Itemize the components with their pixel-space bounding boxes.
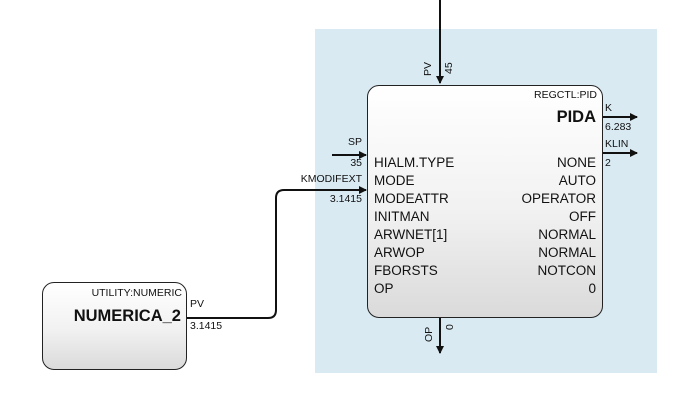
op-output-label: OP (423, 326, 435, 342)
param-value-modeattr: OPERATOR (521, 191, 596, 206)
klin-output-label: KLIN (605, 138, 629, 150)
param-value-arwnet1: NORMAL (538, 227, 596, 242)
k-output-value: 6.283 (605, 121, 632, 133)
pid-block[interactable] (367, 85, 603, 318)
param-name-hialm-type: HIALM.TYPE (374, 155, 455, 170)
op-output-value: 0 (444, 324, 456, 330)
param-value-op: 0 (588, 281, 596, 296)
sp-input-label: SP (347, 136, 362, 148)
numeric-block-type: UTILITY:NUMERIC (91, 287, 182, 299)
param-name-arwop: ARWOP (374, 245, 425, 260)
numeric-block-name: NUMERICA_2 (73, 307, 181, 325)
param-value-hialm-type: NONE (556, 155, 596, 170)
numeric-block[interactable] (42, 282, 187, 370)
param-value-initman: OFF (569, 209, 596, 224)
param-name-mode: MODE (374, 173, 415, 188)
kmodifext-connection-wire[interactable] (187, 186, 367, 319)
param-name-initman: INITMAN (374, 209, 430, 224)
param-name-fborsts: FBORSTS (374, 263, 438, 278)
pid-block-type: REGCTL:PID (533, 89, 597, 101)
numeric-pv-output-label: PV (190, 298, 205, 310)
sp-input-value: 35 (350, 157, 362, 169)
param-value-mode: AUTO (558, 173, 596, 188)
kmodifext-input-value: 3.1415 (329, 193, 362, 205)
numeric-pv-output-value: 3.1415 (190, 320, 223, 332)
k-output-label: K (605, 102, 613, 114)
kmodifext-input-label: KMODIFEXT (300, 173, 362, 185)
pv-input-value: 45 (443, 62, 455, 74)
param-value-fborsts: NOTCON (537, 263, 597, 278)
param-value-arwop: NORMAL (538, 245, 596, 260)
pv-input-label: PV (422, 61, 434, 76)
klin-output-value: 2 (605, 157, 611, 169)
param-name-modeattr: MODEATTR (374, 191, 449, 206)
pid-block-name: PIDA (556, 108, 596, 126)
param-name-op: OP (374, 281, 394, 296)
param-name-arwnet1: ARWNET[1] (374, 227, 448, 242)
